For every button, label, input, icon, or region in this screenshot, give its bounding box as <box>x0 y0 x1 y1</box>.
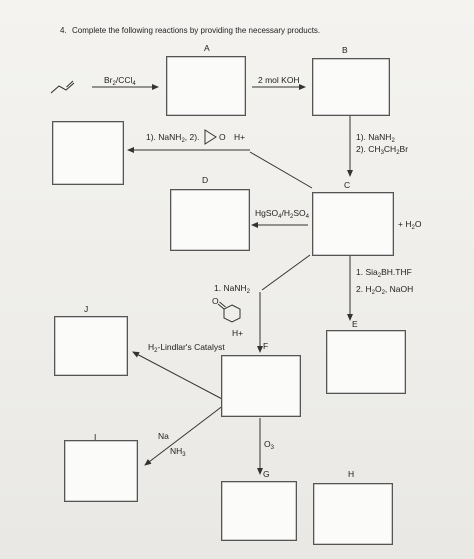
label-B: B <box>342 45 348 55</box>
label-A: A <box>204 43 210 53</box>
label-J: J <box>84 304 89 314</box>
label-G: G <box>263 469 270 479</box>
answer-box-G[interactable] <box>221 481 297 541</box>
starting-alkene-structure <box>50 82 75 94</box>
label-C: C <box>344 180 351 190</box>
label-F: F <box>263 341 269 351</box>
answer-box-I[interactable] <box>64 440 138 502</box>
reagent-ketone-acid: H+ <box>232 328 244 338</box>
epoxide-oxygen: O <box>219 132 226 142</box>
question-number: 4. <box>60 26 67 35</box>
reagent-nanh2-step1: 1). NaNH2 <box>356 132 395 144</box>
reagent-ammonia: NH3 <box>170 446 186 458</box>
answer-box-epoxide-product[interactable] <box>52 121 124 185</box>
label-D: D <box>202 175 209 185</box>
answer-box-A[interactable] <box>166 56 246 116</box>
answer-box-J[interactable] <box>54 316 128 376</box>
reagent-hgso4-h2so4: HgSO4/H2SO4 <box>255 208 309 220</box>
answer-box-D[interactable] <box>170 189 250 251</box>
answer-box-H[interactable] <box>313 483 393 545</box>
reagent-h2o2-naoh: 2. H2O2, NaOH <box>356 284 414 296</box>
ketone-oxygen: O <box>212 296 219 306</box>
answer-box-F[interactable] <box>221 355 301 417</box>
reagent-sia2bh: 1. Sia2BH.THF <box>356 267 412 279</box>
diagonal-line-C-to-F <box>261 254 311 291</box>
answer-box-E[interactable] <box>326 330 406 394</box>
answer-box-B[interactable] <box>312 58 390 116</box>
epoxide-structure <box>204 129 217 145</box>
diagonal-line-from-A <box>249 151 313 189</box>
cyclohexanone-structure <box>223 304 241 323</box>
reagent-koh: 2 mol KOH <box>258 75 300 85</box>
reagent-ethyl-bromide: 2). CH3CH2Br <box>356 144 409 156</box>
label-E: E <box>352 319 358 329</box>
arrow-F-to-J <box>132 351 225 401</box>
reagent-nanh2-ketone: 1. NaNH2 <box>214 283 250 295</box>
reagent-lindlar: H2-Lindlar's Catalyst <box>148 342 225 354</box>
reagent-br2-ccl4: Br2/CCl4 <box>104 75 136 87</box>
reagent-water: + H2O <box>398 219 422 231</box>
label-I: I <box>94 432 97 442</box>
question-prompt: Complete the following reactions by prov… <box>72 26 321 35</box>
label-H: H <box>348 469 355 479</box>
reagent-ozone: O3 <box>264 439 274 451</box>
reagent-nanh2-epoxide: 1). NaNH2, 2). <box>146 132 200 144</box>
reagent-epoxide-acid: H+ <box>234 132 246 142</box>
arrow-F-to-I <box>144 404 225 466</box>
reagent-sodium: Na <box>158 431 169 441</box>
answer-box-C[interactable] <box>312 192 394 256</box>
